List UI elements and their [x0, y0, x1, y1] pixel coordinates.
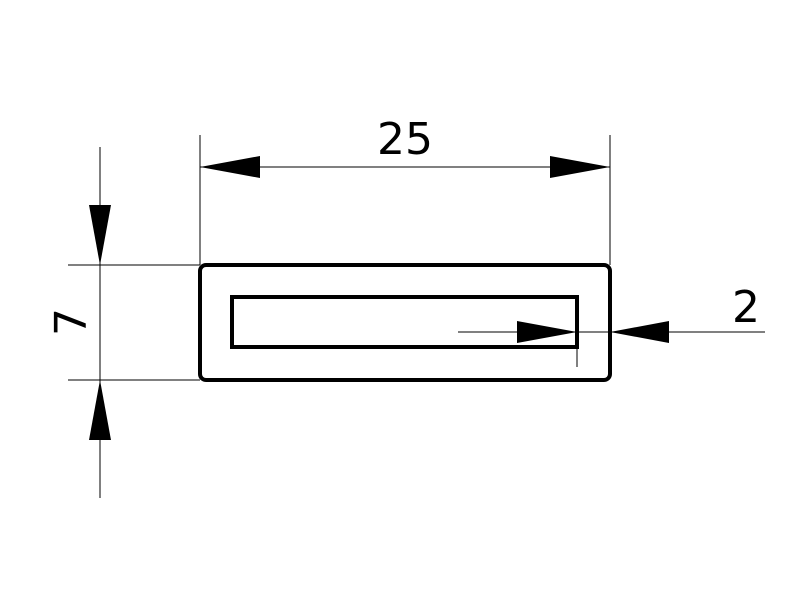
- outer-profile: [198, 263, 612, 382]
- width-arrow-right: [550, 156, 610, 178]
- height-arrow-bottom: [89, 380, 111, 440]
- wall-dimension: 2: [458, 282, 765, 367]
- height-arrow-top: [89, 205, 111, 265]
- wall-label: 2: [732, 282, 760, 333]
- width-dimension: 25: [199, 114, 611, 265]
- width-label: 25: [377, 114, 433, 165]
- width-arrow-left: [200, 156, 260, 178]
- height-dimension: 7: [46, 147, 200, 498]
- height-label: 7: [46, 308, 97, 336]
- wall-arrow-left: [517, 321, 577, 343]
- wall-arrow-right: [610, 321, 669, 343]
